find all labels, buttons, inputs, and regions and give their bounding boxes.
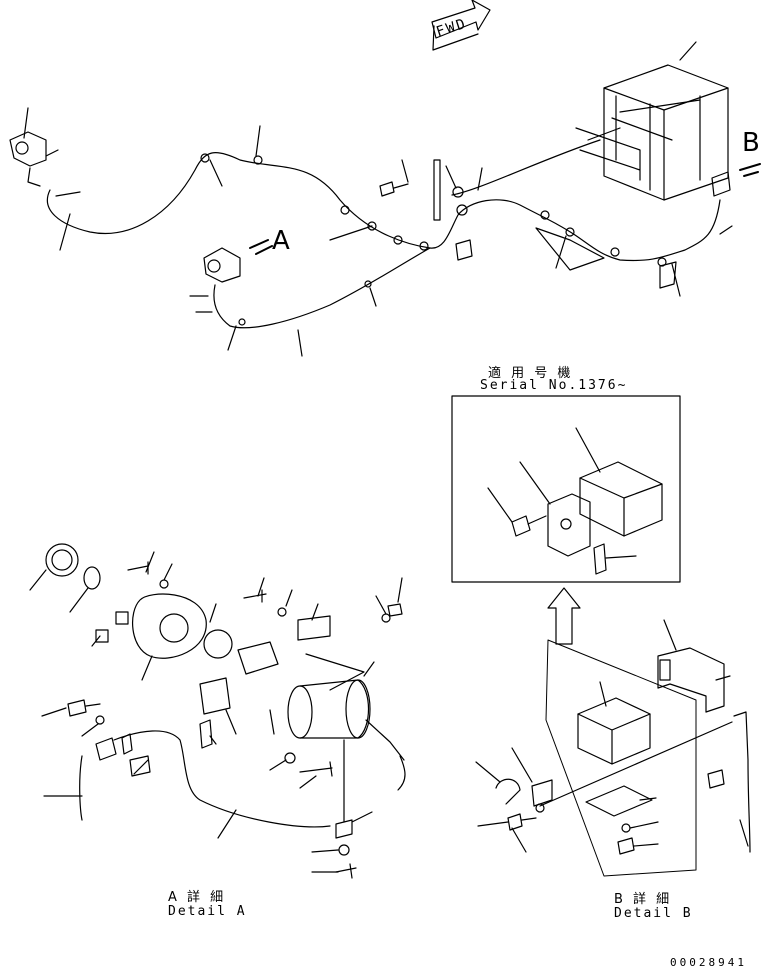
up-arrow-icon	[547, 587, 581, 645]
serial-title-jp: 適 用 号 機	[488, 366, 574, 381]
detail-a-parts	[29, 543, 406, 879]
detail-a-title-jp: A 詳 細	[168, 890, 227, 905]
harness-top	[9, 107, 761, 357]
view-b-label: B	[742, 128, 762, 158]
detail-b-title-jp: B 詳 細	[614, 892, 673, 907]
detail-a-title: Detail A	[168, 904, 247, 919]
detail-b-title: Detail B	[614, 906, 693, 921]
serial-detail-box	[451, 395, 681, 583]
detail-b-parts	[475, 619, 751, 877]
frame-structure	[575, 41, 729, 201]
fwd-arrow-icon	[431, 0, 491, 51]
drawing-number: 00028941	[670, 956, 747, 969]
serial-number: Serial No.1376~	[480, 378, 628, 393]
view-a-label: A	[272, 226, 292, 256]
serial-detail-parts	[487, 427, 663, 575]
